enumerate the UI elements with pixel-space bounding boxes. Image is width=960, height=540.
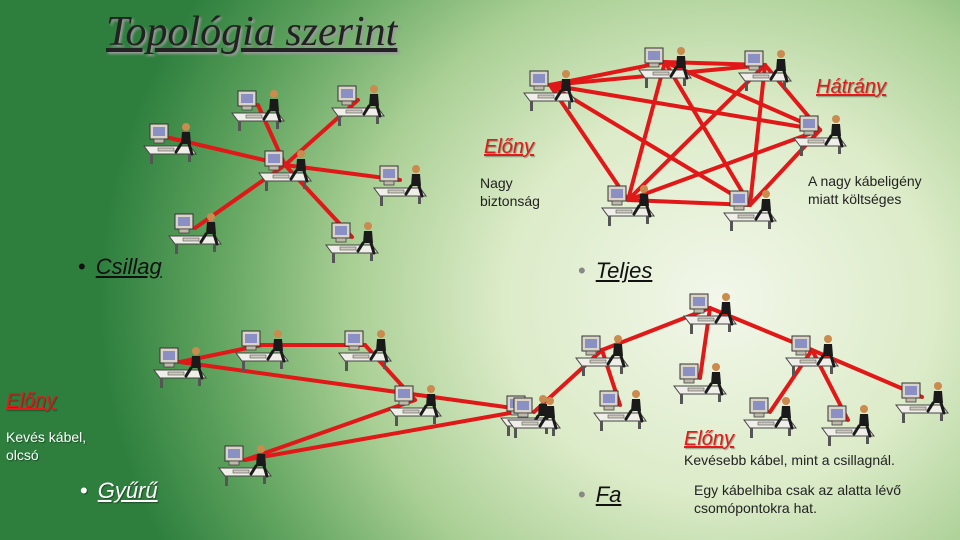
ring-node-2-computer-icon xyxy=(235,330,289,371)
ring-link-4 xyxy=(243,398,417,462)
mesh-link-2-5 xyxy=(663,60,752,207)
ring-link-5 xyxy=(243,408,529,462)
mesh-node-5-computer-icon xyxy=(723,190,777,231)
mesh-link-2-4 xyxy=(663,60,822,132)
star-node-5-computer-icon xyxy=(168,213,222,254)
gyuru-advantage-text: Kevés kábel, olcsó xyxy=(6,429,87,463)
tree-node-9-computer-icon xyxy=(895,382,949,423)
star-node-1-computer-icon xyxy=(231,90,285,131)
star-node-6-computer-icon xyxy=(325,222,379,263)
tree-node-6-computer-icon xyxy=(593,390,647,431)
ring-node-5-computer-icon xyxy=(218,445,272,486)
bullet-fa: •Fa xyxy=(578,482,622,507)
fa-advantage-text-1: Kevésebb kábel, mint a csillagnál. xyxy=(684,452,895,468)
tree-node-2-computer-icon xyxy=(575,335,629,376)
mesh-node-6-computer-icon xyxy=(601,185,655,226)
ring-link-6 xyxy=(178,360,529,412)
mesh-link-1-4 xyxy=(548,83,822,132)
bullet-csillag: •Csillag xyxy=(78,254,162,279)
gyuru-advantage-heading: Előny xyxy=(6,390,57,412)
mesh-link-1-6 xyxy=(548,83,630,202)
mesh-link-1-5 xyxy=(548,83,752,207)
teljes-disadvantage-heading: Hátrány xyxy=(816,76,887,98)
mesh-node-4-computer-icon xyxy=(793,115,847,156)
star-node-4-computer-icon xyxy=(373,165,427,206)
bullet-gyuru-label: Gyűrű xyxy=(97,478,158,503)
mesh-link-3-6 xyxy=(626,63,767,202)
tree-node-1-computer-icon xyxy=(683,293,737,334)
mesh-link-3-5 xyxy=(748,63,767,207)
tree-node-3-computer-icon xyxy=(673,363,727,404)
ring-node-4-computer-icon xyxy=(388,385,442,426)
star-node-3-computer-icon xyxy=(143,123,197,164)
mesh-link-4-6 xyxy=(626,128,822,202)
mesh-node-3-computer-icon xyxy=(738,50,792,91)
tree-node-4-computer-icon xyxy=(785,335,839,376)
ring-node-1-computer-icon xyxy=(153,347,207,388)
csillag-advantage-text: Nagy biztonság xyxy=(480,175,540,209)
teljes-disadvantage-text: A nagy kábeligény miatt költséges xyxy=(808,173,922,207)
bullet-csillag-label: Csillag xyxy=(95,254,162,279)
csillag-advantage-heading: Előny xyxy=(484,136,535,158)
bullet-teljes: •Teljes xyxy=(578,258,653,283)
tree-node-7-computer-icon xyxy=(743,397,797,438)
mesh-node-1-computer-icon xyxy=(523,70,577,111)
mesh-node-2-computer-icon xyxy=(638,47,692,88)
star-node-2-computer-icon xyxy=(331,85,385,126)
fa-advantage-text-2: Egy kábelhiba csak az alatta lévő csomóp… xyxy=(694,482,902,516)
fa-advantage-heading: Előny xyxy=(684,428,735,450)
slide-title: Topológia szerint xyxy=(106,9,398,55)
tree-node-8-computer-icon xyxy=(821,405,875,446)
bullet-teljes-label: Teljes xyxy=(595,258,653,283)
star-hub-computer-icon xyxy=(258,150,312,191)
bullet-fa-label: Fa xyxy=(595,482,622,507)
tree-link-1 xyxy=(600,306,712,352)
mesh-link-2-6 xyxy=(626,60,667,202)
bullet-gyuru: •Gyűrű xyxy=(80,478,158,503)
ring-node-3-computer-icon xyxy=(338,330,392,371)
tree-node-5-computer-icon xyxy=(507,397,561,438)
